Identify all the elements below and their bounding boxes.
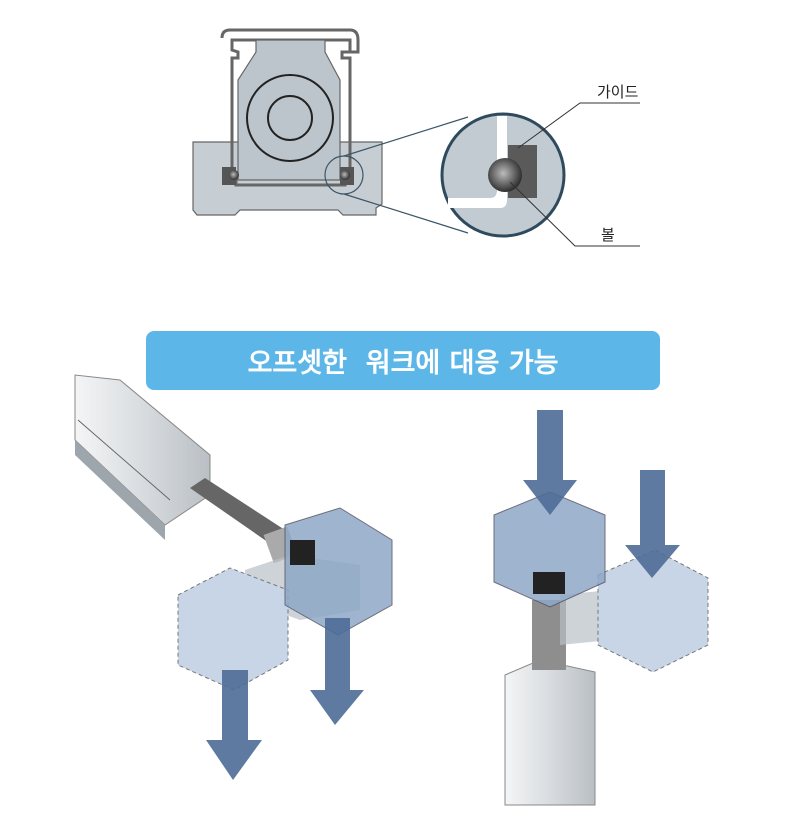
ball-label: 볼 [601, 226, 615, 244]
feature-banner: 오프셋한 워크에 대응 가능 [146, 331, 660, 390]
guide-label: 가이드 [597, 83, 639, 101]
offset-workpiece-right [493, 410, 709, 806]
cross-section [192, 28, 469, 234]
magnified-view [440, 102, 640, 247]
offset-workpiece-left [74, 374, 393, 780]
